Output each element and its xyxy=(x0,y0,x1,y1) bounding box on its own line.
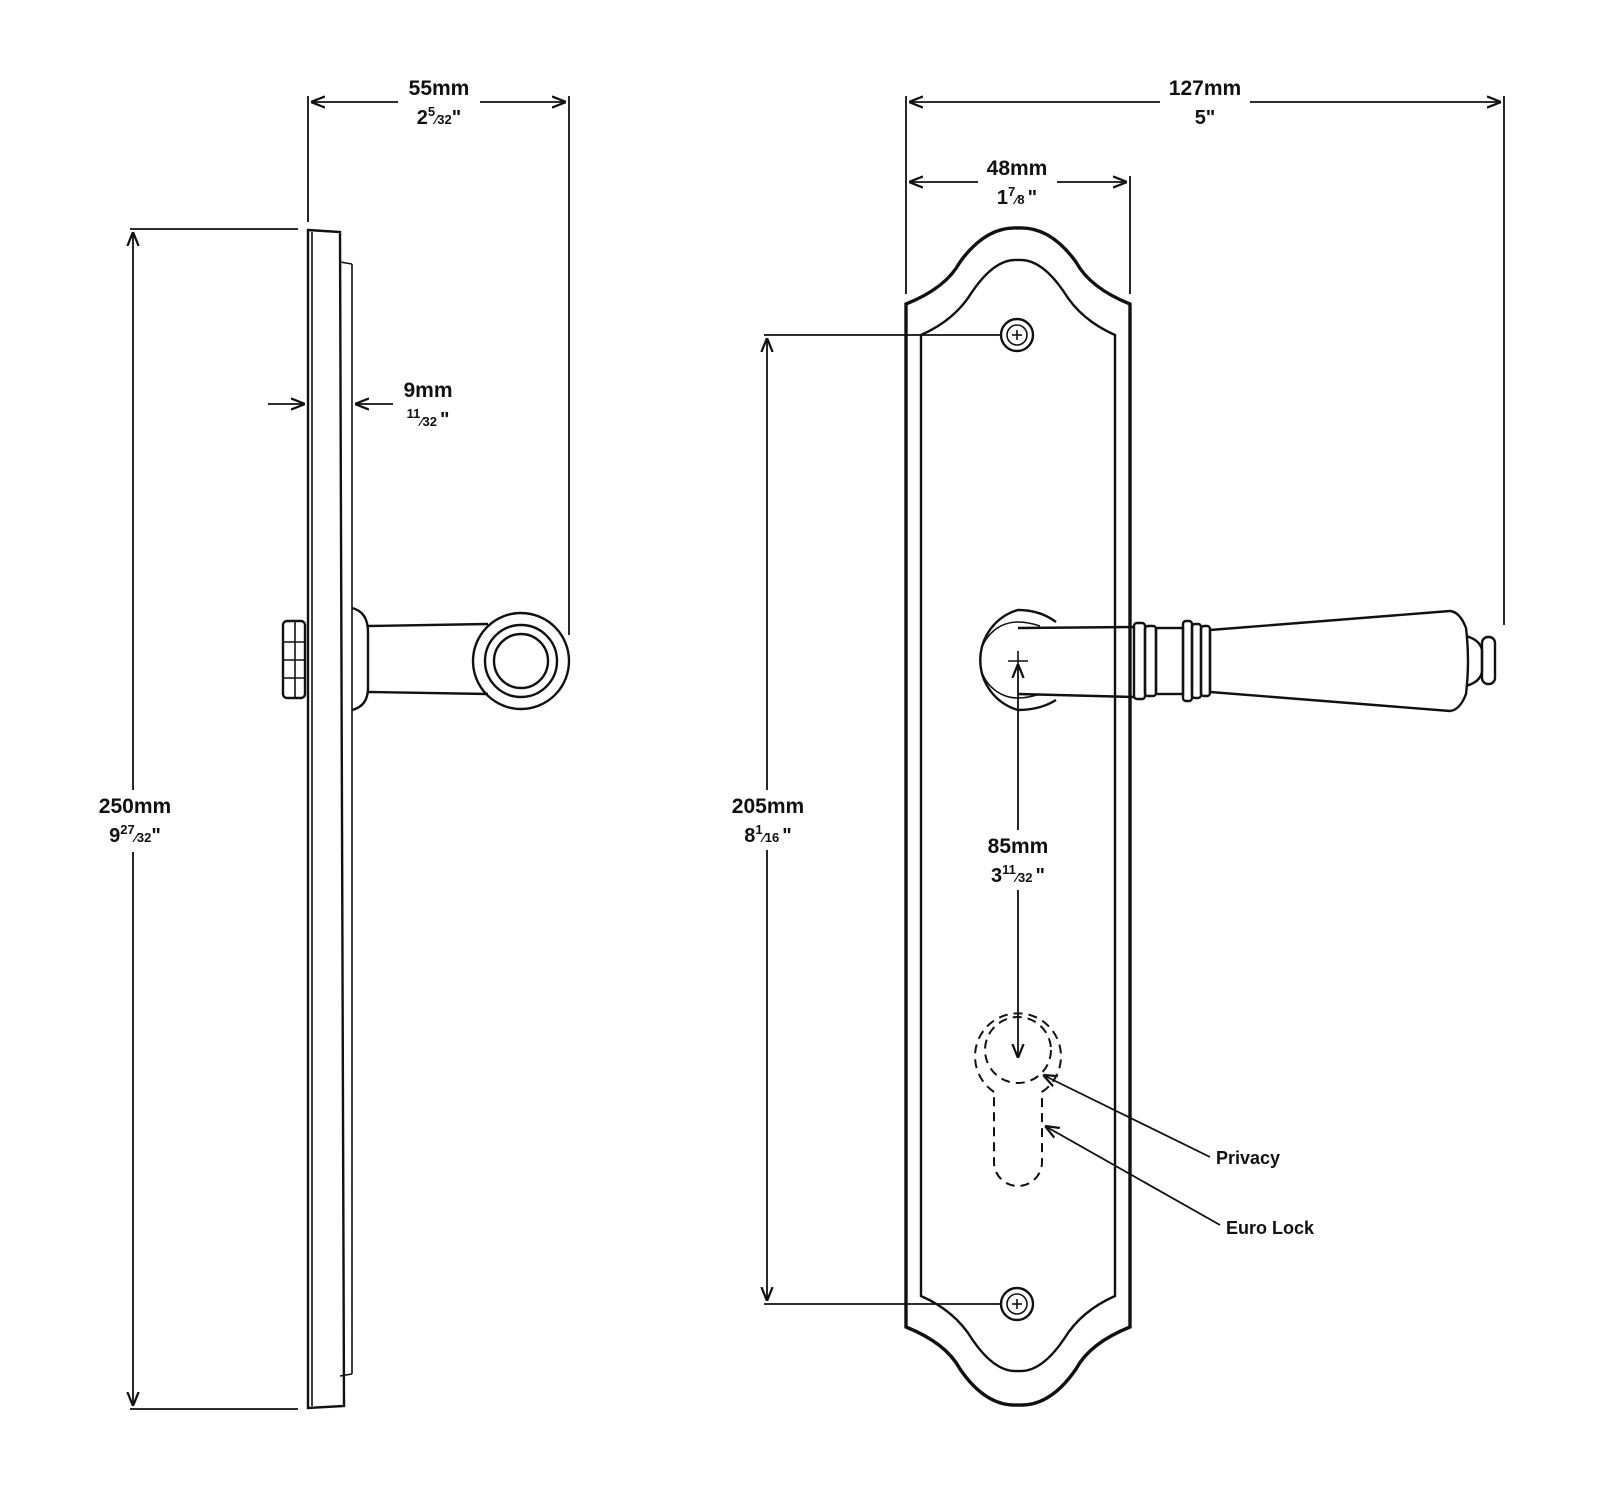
dim-205mm-metric: 205mm xyxy=(732,795,804,818)
lever-end-knob xyxy=(1465,634,1497,688)
lever-collar xyxy=(1132,619,1212,703)
dimension-48mm xyxy=(909,176,1131,294)
front-rose xyxy=(979,608,1057,712)
front-plate-outline xyxy=(904,226,1132,1407)
bottom-screw xyxy=(999,1286,1035,1322)
dim-48mm-metric: 48mm xyxy=(987,157,1048,180)
dim-250mm-imperial: 927⁄32" xyxy=(109,822,161,847)
side-spindle-block xyxy=(281,619,307,700)
side-plate-outline xyxy=(306,228,346,1410)
euro-lock-leader xyxy=(1045,1126,1221,1226)
dim-85mm-imperial: 311⁄32" xyxy=(991,862,1045,887)
dimension-205mm xyxy=(764,334,1001,1305)
side-lever-end xyxy=(471,611,571,711)
dimension-127mm xyxy=(905,96,1505,625)
dim-55mm-imperial: 25⁄32" xyxy=(417,104,461,129)
dim-205mm-imperial: 81⁄16" xyxy=(744,822,791,847)
dim-9mm-metric: 9mm xyxy=(403,379,452,402)
front-lever-arm xyxy=(1017,625,1135,630)
dim-127mm-metric: 127mm xyxy=(1169,77,1241,100)
dim-9mm-imperial: 11⁄32" xyxy=(407,406,450,431)
privacy-label: Privacy xyxy=(1216,1148,1280,1168)
dim-127mm-imperial: 5" xyxy=(1195,107,1216,129)
front-lever-handle xyxy=(1208,609,1470,713)
side-view xyxy=(281,228,571,1410)
side-lever-arm xyxy=(367,622,489,628)
side-rose xyxy=(351,606,370,712)
dim-85mm-metric: 85mm xyxy=(988,835,1049,858)
top-screw xyxy=(999,317,1035,353)
dimension-250mm xyxy=(130,228,298,1410)
privacy-leader xyxy=(1043,1075,1211,1158)
euro-lock-cutout xyxy=(974,1012,1062,1187)
dim-48mm-imperial: 17⁄8" xyxy=(997,184,1037,209)
dim-55mm-metric: 55mm xyxy=(409,77,470,100)
euro-lock-label: Euro Lock xyxy=(1226,1218,1315,1238)
front-view xyxy=(904,226,1497,1407)
dimension-55mm xyxy=(307,96,570,635)
dim-250mm-metric: 250mm xyxy=(99,795,171,818)
